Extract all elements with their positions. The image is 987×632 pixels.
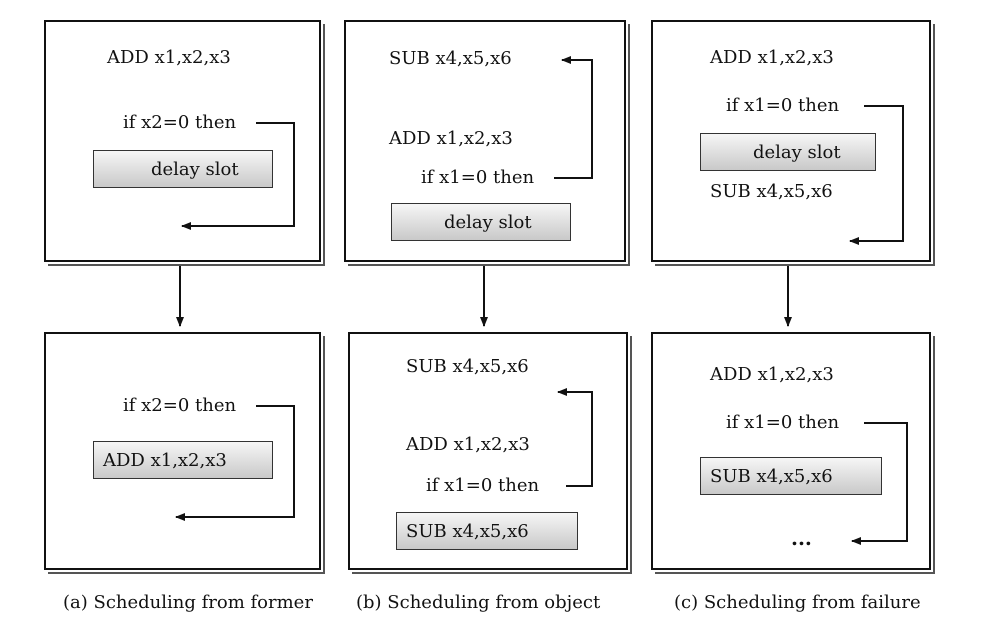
panel-c-top-frame <box>651 20 931 262</box>
b-top-add-instr: ADD x1,x2,x3 <box>389 128 513 149</box>
panel-b-bottom-frame <box>348 332 628 570</box>
b-bottom-add-instr: ADD x1,x2,x3 <box>406 434 530 455</box>
a-top-delay-slot: delay slot <box>93 150 273 188</box>
c-top-sub-instr: SUB x4,x5,x6 <box>710 181 833 202</box>
panel-a-top-frame <box>44 20 321 262</box>
caption-b: (b) Scheduling from object <box>356 592 601 613</box>
panel-b-top-frame <box>344 20 626 262</box>
branch-arrow-b-top <box>554 56 593 179</box>
b-bottom-branch-cond: if x1=0 then <box>426 475 540 496</box>
c-bottom-add-instr: ADD x1,x2,x3 <box>710 364 834 385</box>
c-top-add-instr: ADD x1,x2,x3 <box>710 47 834 68</box>
c-bottom-ellipsis: ... <box>791 526 812 550</box>
c-bottom-branch-cond: if x1=0 then <box>726 412 840 433</box>
branch-arrow-b-bottom <box>557 388 593 487</box>
c-top-branch-cond: if x1=0 then <box>726 95 840 116</box>
a-bottom-delay-slot: ADD x1,x2,x3 <box>93 441 273 479</box>
caption-c: (c) Scheduling from failure <box>674 592 921 613</box>
panel-c-bottom-frame <box>651 332 931 570</box>
b-bottom-sub-instr: SUB x4,x5,x6 <box>406 356 529 377</box>
a-top-branch-cond: if x2=0 then <box>123 112 237 133</box>
b-bottom-delay-slot: SUB x4,x5,x6 <box>396 512 578 550</box>
b-top-branch-cond: if x1=0 then <box>421 167 535 188</box>
c-top-delay-slot: delay slot <box>700 133 876 171</box>
branch-arrow-c-bottom <box>851 422 908 545</box>
c-bottom-delay-slot: SUB x4,x5,x6 <box>700 457 882 495</box>
panel-a-bottom-frame <box>44 332 321 570</box>
caption-a: (a) Scheduling from former <box>63 592 313 613</box>
b-top-delay-slot: delay slot <box>391 203 571 241</box>
branch-arrow-a-bottom <box>175 405 295 521</box>
branch-arrow-a-top <box>181 122 295 230</box>
a-top-add-instr: ADD x1,x2,x3 <box>107 47 231 68</box>
branch-arrow-c-top <box>849 105 904 245</box>
b-top-sub-instr: SUB x4,x5,x6 <box>389 48 512 69</box>
a-bottom-branch-cond: if x2=0 then <box>123 395 237 416</box>
